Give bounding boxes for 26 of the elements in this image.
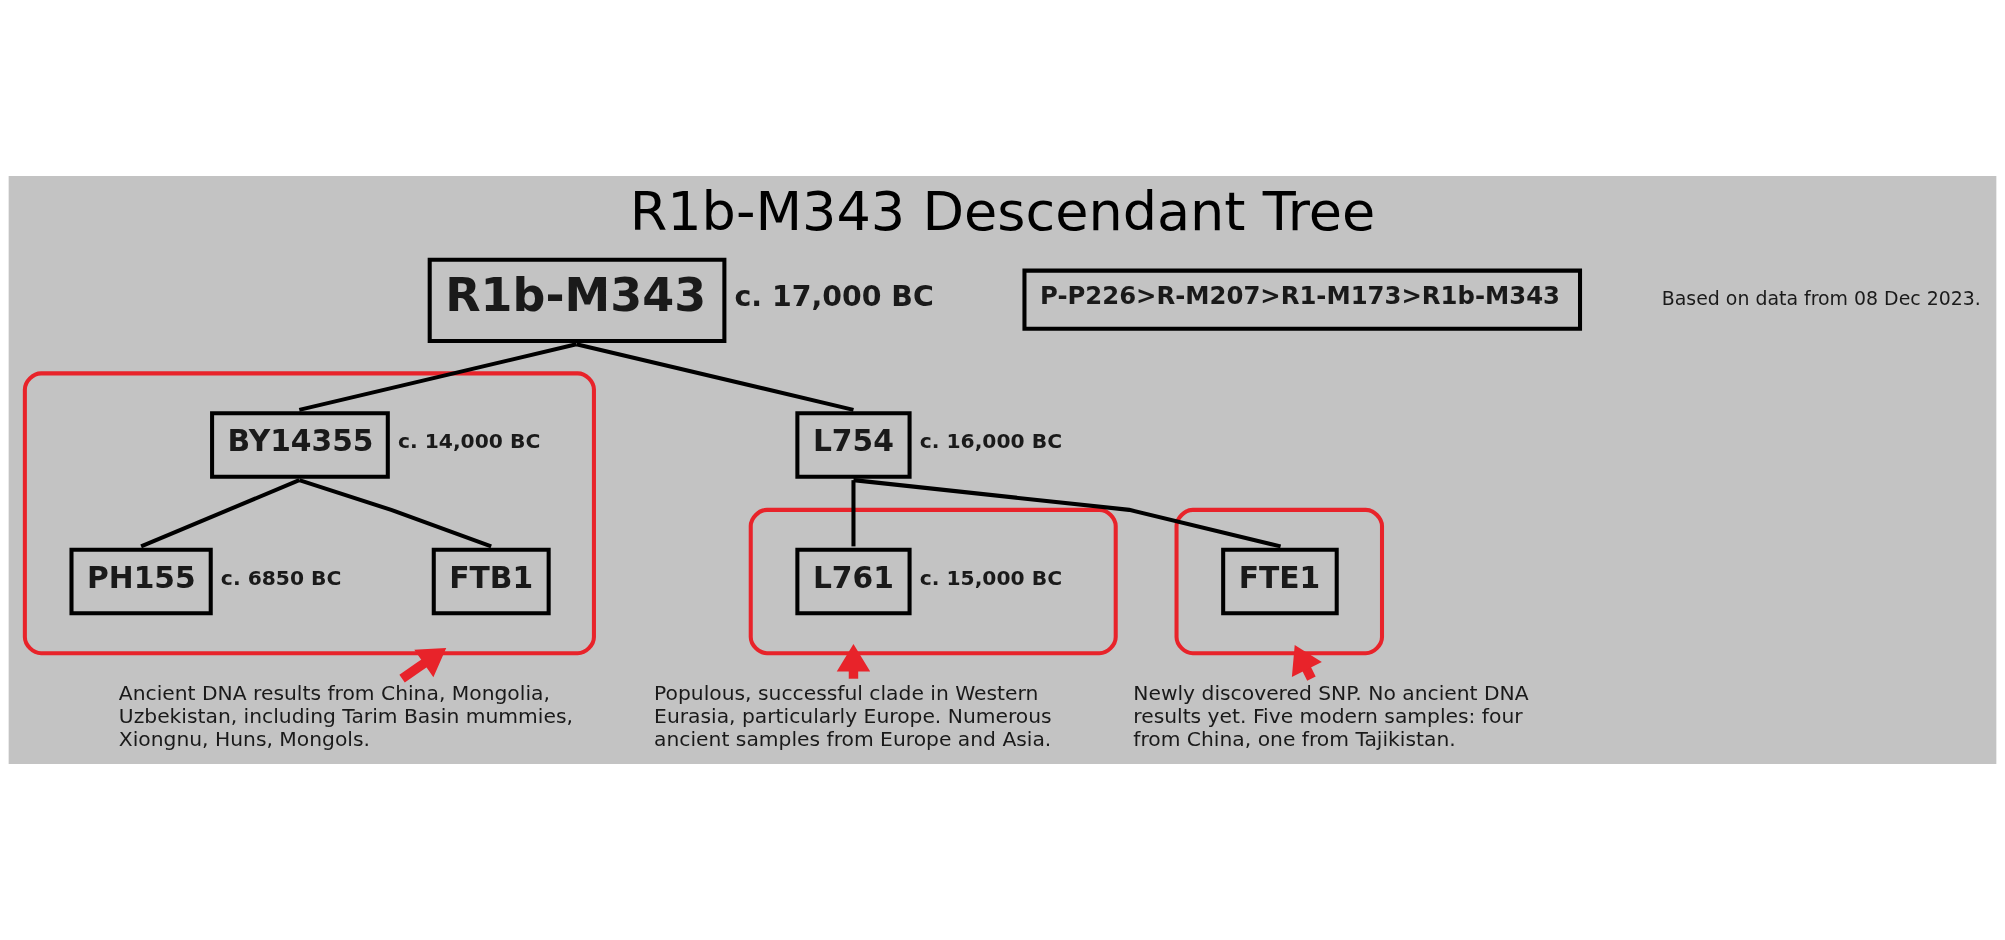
node-label: c. 6850 BC bbox=[220, 565, 342, 590]
node-box: FTB1 bbox=[431, 547, 551, 616]
cluster bbox=[748, 507, 1118, 656]
cluster bbox=[22, 371, 596, 656]
node-text: Ancient DNA results from China, Mongolia, Uzbekistan, including Tarim Basin mummies, Xiongnu, Huns, Mongols. bbox=[118, 681, 573, 752]
arrow bbox=[399, 648, 447, 683]
connector bbox=[298, 478, 492, 549]
node-box: PH155 bbox=[69, 547, 213, 616]
node-box: R1b-M343 bbox=[427, 257, 727, 343]
node-label: c. 15,000 BC bbox=[919, 565, 1063, 590]
connector bbox=[575, 342, 854, 412]
connector bbox=[851, 480, 856, 547]
node-text: Newly discovered SNP. No ancient DNA results yet. Five modern samples: four from China, one from Tajikistan. bbox=[1133, 681, 1529, 752]
diagram-title: R1b-M343 Descendant Tree bbox=[629, 180, 1376, 244]
node-box: L761 bbox=[795, 547, 912, 616]
node-text: Populous, successful clade in Western Eurasia, particularly Europe. Numerous ancient samples from Europe and Asia. bbox=[654, 681, 1052, 752]
node-box: BY14355 bbox=[210, 411, 390, 479]
label: Based on data from 08 Dec 2023. bbox=[1661, 286, 1981, 309]
connector bbox=[140, 478, 301, 549]
node-box: L754 bbox=[795, 411, 912, 479]
node-box: FTE1 bbox=[1221, 547, 1339, 616]
node-label: c. 17,000 BC bbox=[734, 280, 934, 314]
cluster bbox=[1174, 507, 1385, 656]
node-label: c. 16,000 BC bbox=[919, 429, 1063, 454]
node-box: P-P226>R-M207>R1-M173>R1b-M343 bbox=[1022, 268, 1583, 331]
node-label: c. 14,000 BC bbox=[397, 429, 541, 454]
